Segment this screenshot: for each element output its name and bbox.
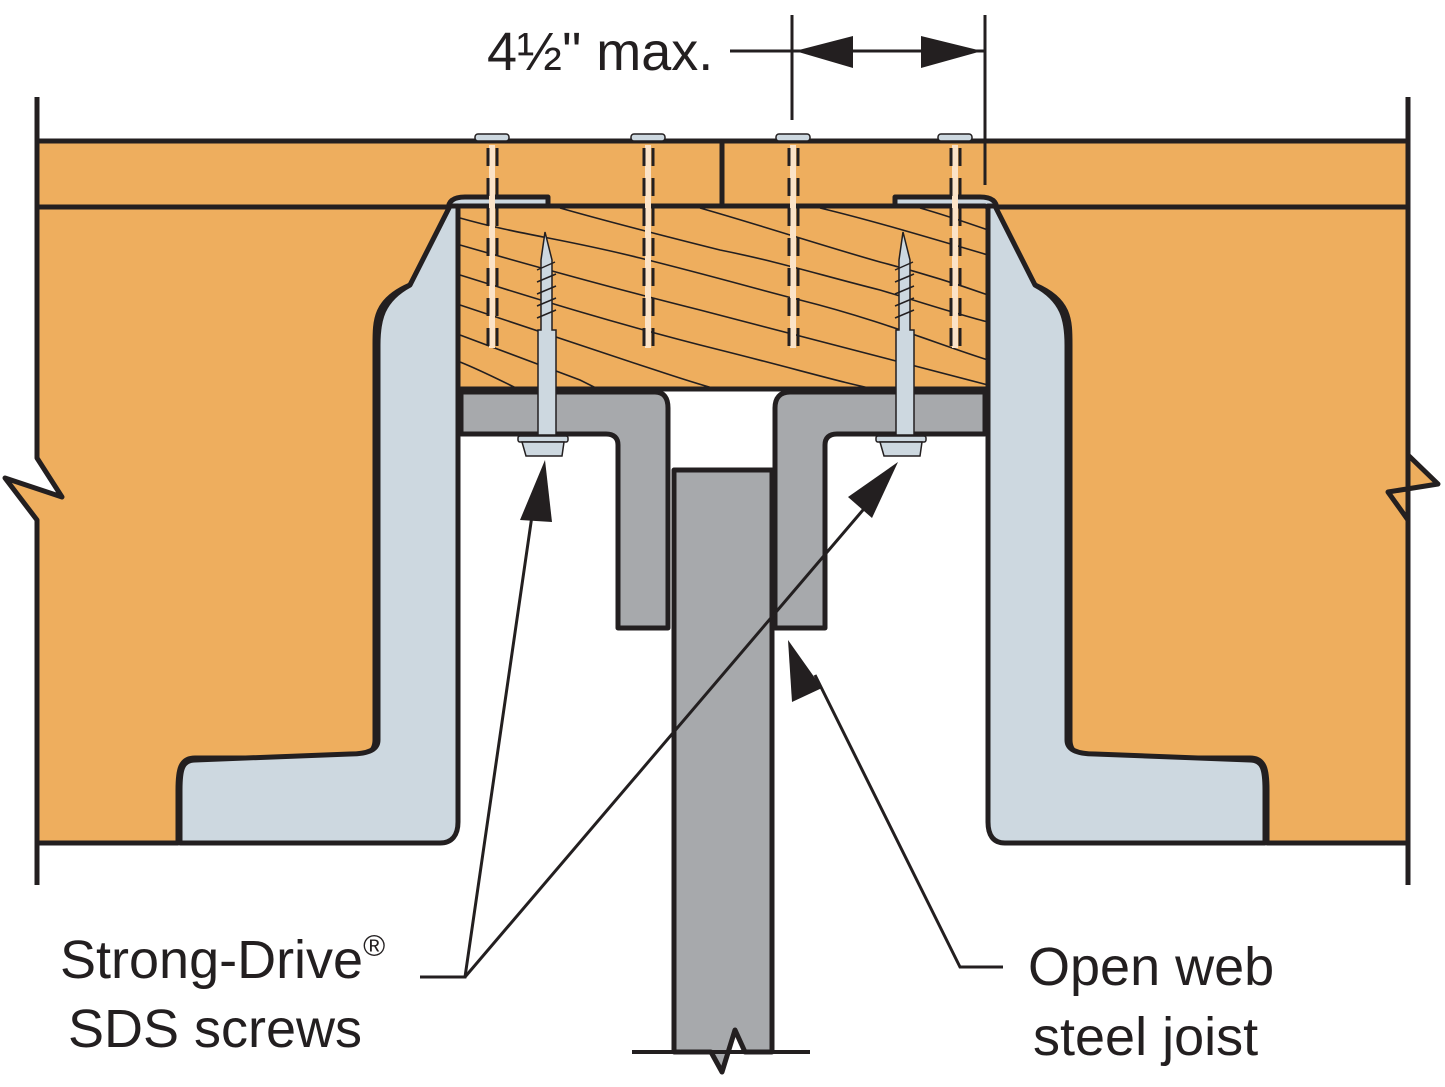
sds-screw-right (875, 231, 927, 457)
joist-label-line2: steel joist (1033, 1007, 1258, 1067)
hanger-left (177, 203, 461, 846)
hanger-top-flange-right (892, 194, 1000, 213)
steel-web-member (671, 467, 775, 1075)
top-sheathing-left (34, 138, 725, 210)
joist-label-line1: Open web (1028, 937, 1274, 997)
screw-leaders (420, 460, 898, 979)
screws-label-line1: Strong-Drive® (60, 930, 385, 990)
nails (474, 133, 973, 348)
screws-label-text: Strong-Drive (60, 930, 363, 990)
steel-angle-left (458, 389, 671, 631)
sds-screw-left (517, 231, 569, 457)
hanger-right (985, 203, 1268, 846)
top-sheathing-right (719, 138, 1411, 210)
dimension-4-5-inch (730, 15, 987, 185)
joist-leader (788, 640, 1003, 969)
dimension-label: 4½" max. (487, 22, 713, 82)
registered-mark: ® (363, 930, 385, 963)
screws-label-line2: SDS screws (68, 999, 362, 1059)
steel-angle-right (772, 389, 988, 631)
